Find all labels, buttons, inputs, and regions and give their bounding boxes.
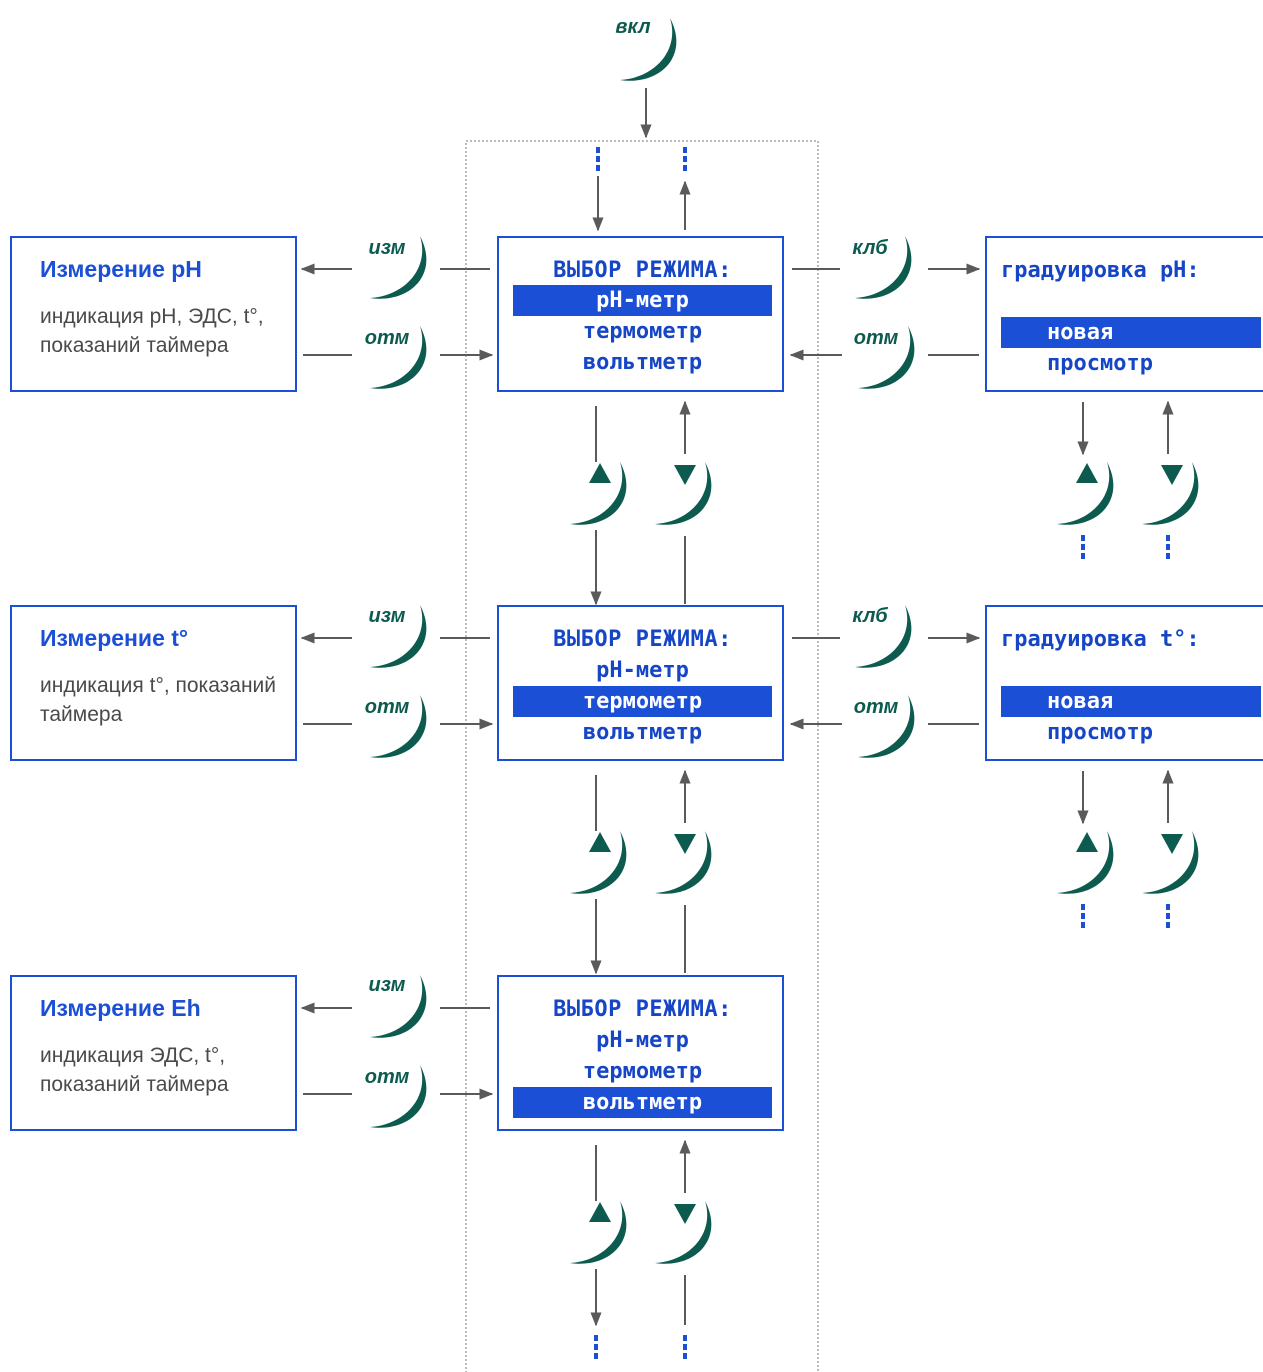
mode-item-thermometer[interactable]: термометр	[513, 686, 772, 717]
cancel-button-icon[interactable]	[370, 1065, 427, 1128]
up-arrow-icon	[589, 463, 611, 483]
ellipsis-icon	[683, 1335, 687, 1359]
calibration-item-new[interactable]: новая	[1001, 686, 1261, 717]
up-arrow-icon	[589, 1202, 611, 1222]
calibration-item-new[interactable]: новая	[1001, 317, 1261, 348]
power-button-label: вкл	[615, 16, 651, 38]
cancel-button-label: отм	[364, 696, 410, 718]
down-arrow-icon	[674, 465, 696, 485]
ellipsis-icon	[1166, 904, 1170, 928]
mode-screen-ph: ВЫБОР РЕЖИМА: pH-метр термометр вольтмет…	[497, 236, 784, 392]
measurement-temperature-box: Измерение t° индикация t°, показаний тай…	[10, 605, 297, 761]
up-button-icon[interactable]	[1057, 831, 1114, 894]
measure-button-icon[interactable]	[370, 975, 427, 1038]
up-button-icon[interactable]	[570, 831, 627, 894]
up-button-icon[interactable]	[1057, 462, 1114, 525]
down-arrow-icon	[1161, 834, 1183, 854]
up-arrow-icon	[1076, 832, 1098, 852]
down-arrow-icon	[674, 1204, 696, 1224]
calibration-item-view-label: просмотр	[1047, 720, 1153, 745]
calibration-item-view[interactable]: просмотр	[1001, 717, 1261, 748]
mode-item-voltmeter[interactable]: вольтметр	[582, 350, 703, 375]
down-arrow-icon	[674, 834, 696, 854]
measurement-ph-box: Измерение pH индикация pH, ЭДС, t°, пока…	[10, 236, 297, 392]
measure-button-label: изм	[368, 237, 406, 259]
mode-item-thermometer[interactable]: термометр	[582, 1059, 703, 1084]
cancel-button-label: отм	[364, 1066, 410, 1088]
mode-item-thermometer[interactable]: термометр	[582, 319, 703, 344]
ellipsis-icon	[683, 147, 687, 171]
cancel-button-label: отм	[853, 327, 899, 349]
cancel-button-label: отм	[853, 696, 899, 718]
mode-item-ph-meter[interactable]: pH-метр	[596, 1028, 689, 1053]
mode-screen-voltmeter: ВЫБОР РЕЖИМА: pH-метр термометр вольтмет…	[497, 975, 784, 1131]
mode-screen-title: ВЫБОР РЕЖИМА:	[553, 258, 732, 283]
up-button-icon[interactable]	[570, 1201, 627, 1264]
measurement-title: Измерение Eh	[40, 995, 201, 1021]
calibrate-button-icon[interactable]	[855, 236, 912, 299]
ellipsis-icon	[1081, 535, 1085, 559]
mode-screen-thermometer: ВЫБОР РЕЖИМА: pH-метр термометр вольтмет…	[497, 605, 784, 761]
measurement-title: Измерение t°	[40, 625, 189, 651]
down-button-icon[interactable]	[1142, 462, 1199, 525]
calibrate-button-icon[interactable]	[855, 605, 912, 668]
calibrate-button-label: клб	[852, 605, 888, 627]
mode-menu-region	[465, 140, 819, 1372]
power-button-icon[interactable]	[620, 18, 677, 81]
down-button-icon[interactable]	[655, 1201, 712, 1264]
down-button-icon[interactable]	[1142, 831, 1199, 894]
down-button-icon[interactable]	[655, 462, 712, 525]
ellipsis-icon	[594, 1335, 598, 1359]
cancel-button-label: отм	[364, 327, 410, 349]
calibration-item-view[interactable]: просмотр	[1001, 348, 1261, 379]
mode-item-voltmeter[interactable]: вольтметр	[513, 1087, 772, 1118]
mode-item-ph-meter[interactable]: pH-метр	[596, 658, 689, 683]
down-button-icon[interactable]	[655, 831, 712, 894]
measure-button-label: изм	[368, 605, 406, 627]
calibration-item-view-label: просмотр	[1047, 351, 1153, 376]
measure-button-icon[interactable]	[370, 605, 427, 668]
up-button-icon[interactable]	[570, 462, 627, 525]
measure-button-icon[interactable]	[370, 236, 427, 299]
cancel-button-icon[interactable]	[858, 695, 915, 758]
measurement-eh-box: Измерение Eh индикация ЭДС, t°, показани…	[10, 975, 297, 1131]
calibration-item-new-label: новая	[1047, 689, 1114, 714]
mode-screen-title: ВЫБОР РЕЖИМА:	[553, 997, 732, 1022]
ellipsis-icon	[596, 147, 600, 171]
calibration-title: градуировка t°:	[1001, 627, 1200, 652]
cancel-button-icon[interactable]	[370, 695, 427, 758]
calibration-item-new-label: новая	[1047, 320, 1114, 345]
cancel-button-icon[interactable]	[370, 326, 427, 389]
measurement-description: индикация t°, показаний таймера	[40, 674, 277, 726]
calibration-ph-box: градуировка pH: новая просмотр	[985, 236, 1263, 392]
mode-screen-title: ВЫБОР РЕЖИМА:	[553, 627, 732, 652]
up-arrow-icon	[1076, 463, 1098, 483]
calibration-temperature-box: градуировка t°: новая просмотр	[985, 605, 1263, 761]
mode-item-voltmeter[interactable]: вольтметр	[582, 720, 703, 745]
ellipsis-icon	[1081, 904, 1085, 928]
ellipsis-icon	[1166, 535, 1170, 559]
measurement-description: индикация ЭДС, t°, показаний таймера	[40, 1044, 229, 1096]
measure-button-label: изм	[368, 974, 406, 996]
up-arrow-icon	[589, 832, 611, 852]
mode-item-ph-meter[interactable]: pH-метр	[513, 285, 772, 316]
cancel-button-icon[interactable]	[858, 326, 915, 389]
measurement-description: индикация pH, ЭДС, t°, показаний таймера	[40, 305, 264, 357]
calibration-title: градуировка pH:	[1001, 258, 1200, 283]
calibrate-button-label: клб	[852, 237, 888, 259]
down-arrow-icon	[1161, 465, 1183, 485]
measurement-title: Измерение pH	[40, 256, 202, 282]
